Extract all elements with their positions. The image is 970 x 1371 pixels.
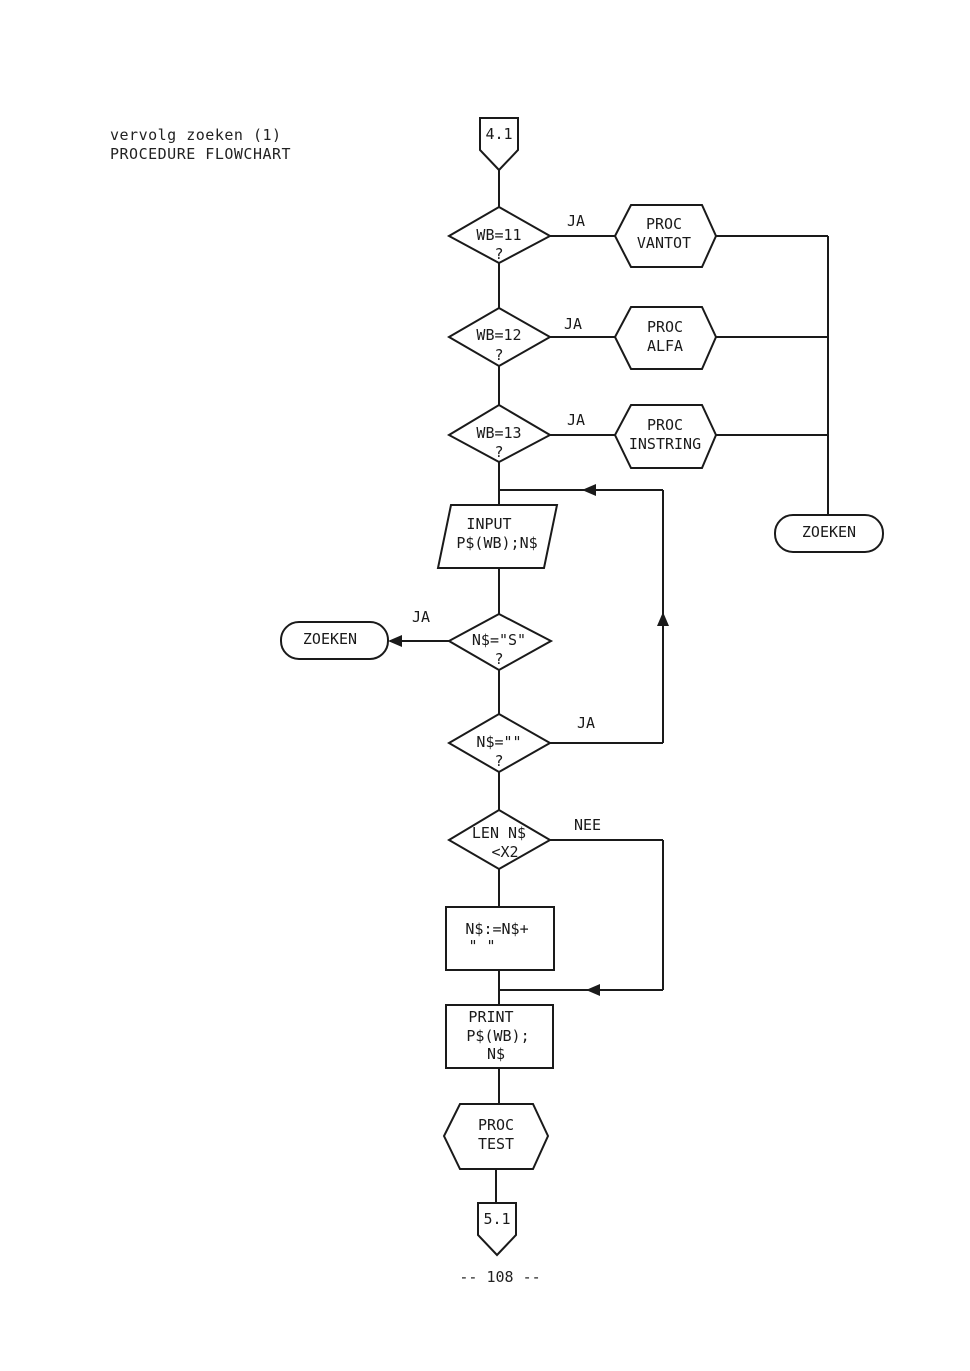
connector-bottom: 5.1 bbox=[477, 1202, 517, 1257]
proc-vantot: PROC VANTOT bbox=[613, 204, 718, 268]
svg-text:N$:=N$+: N$:=N$+ bbox=[465, 920, 528, 938]
svg-text:LEN N$: LEN N$ bbox=[472, 824, 526, 842]
label-ja-wb12: JA bbox=[564, 315, 582, 333]
svg-text:INSTRING: INSTRING bbox=[629, 435, 701, 453]
label-ja-wb13: JA bbox=[567, 411, 585, 429]
proc-test: PROC TEST bbox=[442, 1103, 550, 1170]
svg-text:WB=11: WB=11 bbox=[476, 226, 521, 244]
label-ja-wb11: JA bbox=[567, 212, 585, 230]
arrowhead-left-loop bbox=[582, 484, 596, 496]
svg-text:ZOEKEN: ZOEKEN bbox=[802, 523, 856, 541]
svg-text:P$(WB);: P$(WB); bbox=[466, 1027, 529, 1045]
svg-text:?: ? bbox=[494, 752, 503, 770]
decision-wb13: WB=13 ? bbox=[446, 403, 553, 464]
svg-text:PROC: PROC bbox=[647, 318, 683, 336]
svg-text:4.1: 4.1 bbox=[485, 125, 512, 143]
assign-box: N$:=N$+ " " bbox=[445, 906, 555, 971]
svg-text:PROC: PROC bbox=[647, 416, 683, 434]
svg-text:WB=13: WB=13 bbox=[476, 424, 521, 442]
svg-text:PROC: PROC bbox=[646, 215, 682, 233]
header-line-1: vervolg zoeken (1) bbox=[110, 126, 282, 144]
label-nee-len: NEE bbox=[574, 816, 601, 834]
decision-wb11: WB=11 ? bbox=[446, 205, 553, 265]
svg-text:N$="S": N$="S" bbox=[472, 631, 526, 649]
page-number: -- 108 -- bbox=[459, 1268, 541, 1286]
decision-len: LEN N$ <X2 bbox=[447, 808, 552, 871]
terminal-zoeken-left: ZOEKEN bbox=[280, 621, 389, 660]
decision-ns-s: N$="S" ? bbox=[446, 612, 554, 672]
svg-text:ALFA: ALFA bbox=[647, 337, 683, 355]
input-box: INPUT P$(WB);N$ bbox=[436, 504, 559, 569]
svg-text:P$(WB);N$: P$(WB);N$ bbox=[456, 534, 537, 552]
svg-text:INPUT: INPUT bbox=[466, 515, 511, 533]
svg-text:?: ? bbox=[494, 443, 503, 461]
arrowhead-left-zoeken bbox=[388, 635, 402, 647]
svg-text:PRINT: PRINT bbox=[468, 1008, 513, 1026]
decision-wb12: WB=12 ? bbox=[447, 306, 553, 368]
svg-text:ZOEKEN: ZOEKEN bbox=[303, 630, 357, 648]
svg-text:5.1: 5.1 bbox=[483, 1210, 510, 1228]
proc-instring: PROC INSTRING bbox=[613, 404, 718, 469]
svg-text:?: ? bbox=[494, 245, 503, 263]
svg-text:VANTOT: VANTOT bbox=[637, 234, 691, 252]
svg-text:?: ? bbox=[494, 650, 503, 668]
svg-text:N$: N$ bbox=[487, 1045, 505, 1063]
header-line-2: PROCEDURE FLOWCHART bbox=[110, 145, 292, 163]
connector-top: 4.1 bbox=[479, 117, 519, 172]
label-ja-ns-empty: JA bbox=[577, 714, 595, 732]
decision-ns-empty: N$="" ? bbox=[447, 712, 553, 774]
svg-text:WB=12: WB=12 bbox=[476, 326, 521, 344]
flow-lines bbox=[390, 170, 829, 1203]
svg-text:N$="": N$="" bbox=[476, 733, 521, 751]
svg-text:<X2: <X2 bbox=[491, 843, 518, 861]
arrowhead-up-loop bbox=[657, 612, 669, 626]
print-box: PRINT P$(WB); N$ bbox=[445, 1004, 554, 1069]
terminal-zoeken-right: ZOEKEN bbox=[774, 514, 884, 553]
svg-text:" ": " " bbox=[468, 937, 495, 955]
proc-alfa: PROC ALFA bbox=[613, 306, 718, 370]
svg-text:PROC: PROC bbox=[478, 1116, 514, 1134]
svg-text:?: ? bbox=[494, 346, 503, 364]
svg-text:TEST: TEST bbox=[478, 1135, 514, 1153]
arrowhead-left-nee bbox=[586, 984, 600, 996]
label-ja-ns-s: JA bbox=[412, 608, 430, 626]
